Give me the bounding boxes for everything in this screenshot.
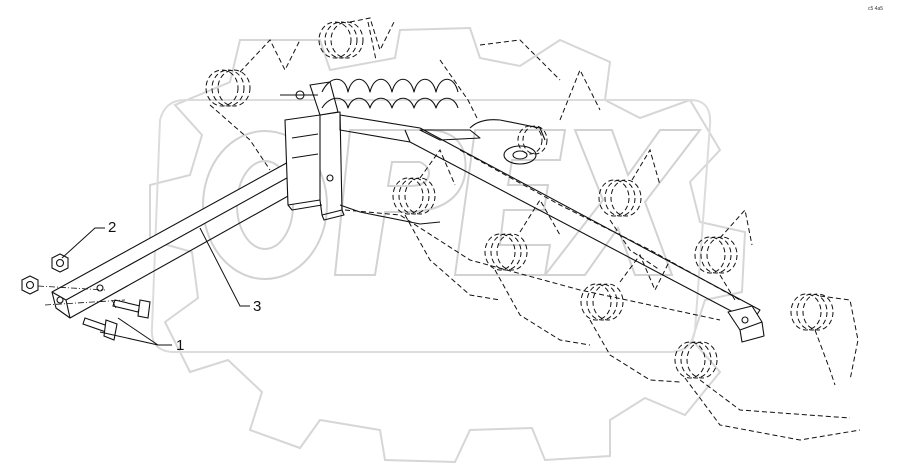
leader-line-1b [99,331,159,346]
drawbar [51,159,307,319]
tine-wire [479,39,561,81]
tine-coil [318,21,364,59]
callouts [61,227,250,346]
tine-wire [814,329,836,386]
centerline [37,285,126,306]
tine-wire [439,59,479,121]
tine-coil [694,236,738,274]
tine-wire [519,199,561,236]
hardware [21,253,151,341]
tine-wire [239,39,301,73]
tine-coil [598,179,642,217]
tine-wire [684,377,861,441]
leader-line-3 [199,227,250,307]
leader-line-2 [61,227,105,259]
mount-bracket [284,81,345,221]
nut-upper [51,253,69,273]
nut-lower [21,275,39,295]
tine-wire [209,104,271,171]
watermark-logo [150,99,712,353]
tine-coil [580,283,624,321]
corner-code: c5 4a5 [868,6,883,12]
tine-wire [719,274,736,301]
pivot-block [727,305,765,343]
callout-1: 1 [176,337,184,354]
callout-2: 2 [108,219,116,236]
tine-rod [344,209,721,321]
callout-3: 3 [253,298,261,315]
tine-wire [349,17,396,52]
tine-wire [631,148,661,186]
rake-assembly [51,78,765,343]
bolt-lower [82,317,118,341]
bolt-upper [111,299,151,319]
tine-coil [484,233,528,271]
rake-tines [205,17,861,441]
tine-coil [392,177,436,215]
tine-wire [404,214,501,301]
tine-wire [494,269,591,346]
tine-wire [589,319,681,383]
tine-coil [205,69,251,107]
tine-coil [517,125,548,155]
tine-wire [819,295,859,381]
tine-wire [419,148,456,186]
watermark-gear [149,26,747,464]
tine-wire [699,379,851,419]
tine-coil [674,341,718,379]
spring-coil-top [280,78,459,109]
tine-wire [367,21,377,61]
tine-wire [619,254,671,292]
leader-line-1 [117,317,172,346]
tine-rod [459,149,741,301]
tine-wire [559,68,601,121]
swivel-joint [469,119,546,165]
tine-wire [719,208,753,246]
tine-wire [609,219,661,271]
tine-coil [790,293,834,331]
